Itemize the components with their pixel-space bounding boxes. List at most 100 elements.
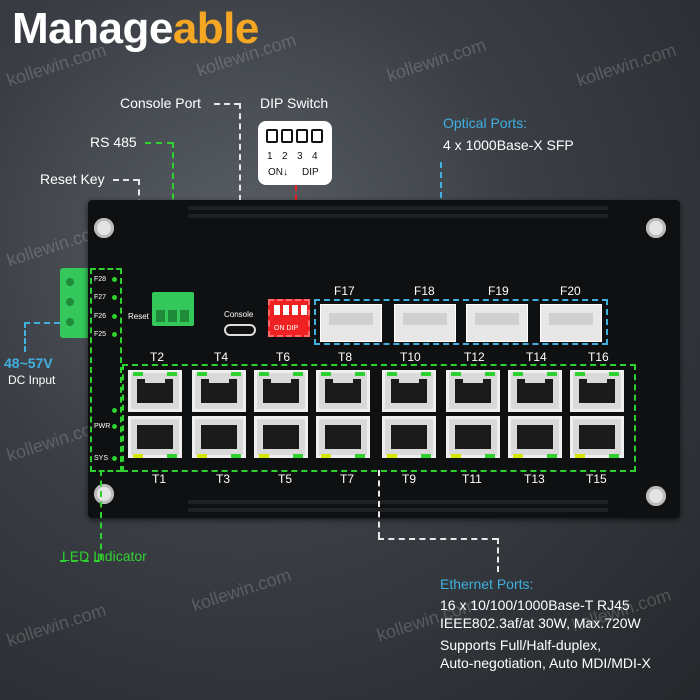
dip-device-label: ON DIP (274, 325, 299, 332)
console-leader (214, 103, 240, 105)
dip-switch-label: DIP Switch (260, 95, 329, 111)
led-label: F26 (94, 313, 107, 320)
dc-leader (24, 322, 26, 352)
dc-input-label: DC Input (8, 373, 56, 387)
rj45-port[interactable] (192, 370, 246, 412)
dip-switch-keys (266, 129, 324, 145)
port-label: T6 (276, 350, 291, 364)
ethernet-line: Supports Full/Half-duplex, (440, 637, 602, 653)
led-indicator (112, 295, 117, 300)
port-label: T7 (340, 472, 355, 486)
dip-number: 2 (282, 151, 288, 162)
optical-desc: 4 x 1000Base-X SFP (443, 137, 574, 153)
sfp-area (314, 299, 608, 345)
led-indicator (112, 408, 117, 413)
rj45-port[interactable] (254, 370, 308, 412)
port-label: T14 (526, 350, 547, 364)
watermark: kollewin.com (574, 39, 679, 91)
dip-number: 4 (312, 151, 318, 162)
port-label: T12 (464, 350, 485, 364)
rj45-port[interactable] (508, 370, 562, 412)
dip-on-label: ON↓ (268, 167, 288, 178)
ethernet-line: 16 x 10/100/1000Base-T RJ45 (440, 597, 630, 613)
switch-device: F28 F27 F26 F25 PWR SYS Reset Console ON… (88, 200, 680, 518)
led-indicator (112, 456, 117, 461)
reset-label: Reset (128, 312, 149, 321)
led-indicator (112, 424, 117, 429)
rj45-port[interactable] (570, 416, 624, 458)
dip-number: 1 (267, 151, 273, 162)
sfp-port-label: F17 (334, 284, 355, 298)
led-label: F28 (94, 276, 107, 283)
dc-voltage: 48~57V (4, 355, 53, 371)
ethernet-leader (378, 470, 380, 538)
sfp-port-label: F20 (560, 284, 581, 298)
sfp-port[interactable] (540, 304, 602, 342)
led-label: PWR (94, 423, 111, 430)
rs485-leader (145, 142, 173, 144)
console-port-label: Console Port (120, 95, 201, 111)
led-indicator (112, 277, 117, 282)
rs485-terminal (152, 292, 194, 326)
ethernet-line: Auto-negotiation, Auto MDI/MDI-X (440, 655, 651, 671)
sfp-port-label: F19 (488, 284, 509, 298)
ethernet-leader (378, 538, 498, 540)
led-leader (100, 470, 102, 560)
rj45-port[interactable] (128, 416, 182, 458)
sfp-port[interactable] (466, 304, 528, 342)
watermark: kollewin.com (384, 34, 489, 86)
dip-number: 3 (297, 151, 303, 162)
ethernet-leader (497, 538, 499, 572)
sfp-port-label: F18 (414, 284, 435, 298)
rj45-port[interactable] (508, 416, 562, 458)
watermark: kollewin.com (189, 564, 294, 616)
port-label: T10 (400, 350, 421, 364)
rj45-port[interactable] (316, 416, 370, 458)
port-label: T15 (586, 472, 607, 486)
port-label: T8 (338, 350, 353, 364)
port-label: T4 (214, 350, 229, 364)
ethernet-line: IEEE802.3af/at 30W, Max.720W (440, 615, 641, 631)
led-indicator-panel: F28 F27 F26 F25 PWR SYS (90, 268, 122, 472)
led-indicator-label: LED Indicator (62, 548, 147, 564)
rj45-port[interactable] (254, 416, 308, 458)
rj45-port[interactable] (316, 370, 370, 412)
port-label: T13 (524, 472, 545, 486)
led-indicator (112, 332, 117, 337)
reset-leader (113, 179, 139, 181)
port-label: T2 (150, 350, 165, 364)
dc-leader (24, 322, 60, 324)
rj45-port[interactable] (570, 370, 624, 412)
rj45-port[interactable] (128, 370, 182, 412)
port-label: T11 (462, 472, 482, 486)
optical-heading: Optical Ports: (443, 115, 528, 131)
rs485-label: RS 485 (90, 134, 137, 150)
console-label: Console (224, 310, 254, 319)
dc-terminal (60, 268, 90, 338)
dip-dip-label: DIP (302, 167, 319, 178)
led-label: F27 (94, 294, 107, 301)
rj45-port[interactable] (382, 370, 436, 412)
dip-switch[interactable]: ON DIP (268, 299, 310, 337)
sfp-port[interactable] (320, 304, 382, 342)
screw (646, 218, 666, 238)
port-label: T9 (402, 472, 417, 486)
led-leader (60, 560, 100, 562)
rj45-port[interactable] (192, 416, 246, 458)
reset-key-label: Reset Key (40, 171, 105, 187)
sfp-port[interactable] (394, 304, 456, 342)
led-label: SYS (94, 455, 109, 462)
watermark: kollewin.com (4, 599, 109, 651)
led-label: F25 (94, 331, 107, 338)
console-port[interactable] (224, 324, 256, 336)
port-label: T16 (588, 350, 609, 364)
port-label: T1 (152, 472, 167, 486)
ethernet-heading: Ethernet Ports: (440, 576, 534, 592)
rj45-port[interactable] (382, 416, 436, 458)
page-title: Manageable (12, 4, 259, 53)
port-label: T3 (216, 472, 231, 486)
rj45-port[interactable] (446, 416, 500, 458)
led-indicator (112, 314, 117, 319)
screw (646, 486, 666, 506)
rj45-port[interactable] (446, 370, 500, 412)
